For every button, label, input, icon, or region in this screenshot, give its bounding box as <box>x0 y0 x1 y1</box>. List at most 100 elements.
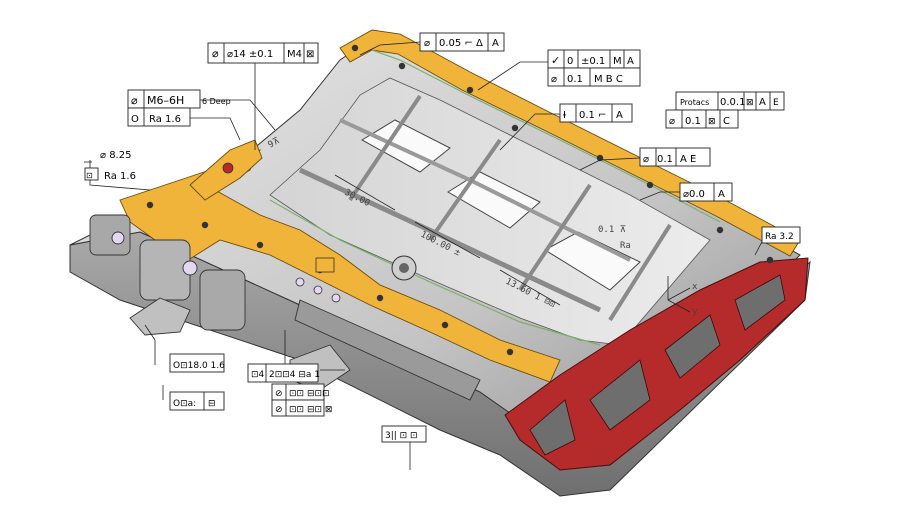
square-symbol: ⊠ <box>708 117 716 127</box>
fcf-right-lower: ⌀0.0 A <box>679 182 733 202</box>
fcf-value: 0 <box>567 56 573 67</box>
dim-line <box>334 174 396 211</box>
dim-line <box>499 269 561 306</box>
fcf-frame <box>559 103 633 123</box>
fcf-value: 0.0.1 <box>720 97 745 108</box>
fcf-value: 0.1 ⌐ <box>579 110 606 121</box>
fcf-value: 0.1 <box>567 74 583 85</box>
fcf-value: ⊡4 <box>251 370 265 380</box>
floor-window-3 <box>544 231 641 291</box>
boss-bore <box>182 260 198 276</box>
fcf-value: ⌀0.0 <box>683 189 705 200</box>
boss-bore <box>111 231 125 245</box>
leader <box>359 41 421 56</box>
check-symbol: ✓ <box>551 54 560 67</box>
fcf-frame <box>547 67 641 87</box>
front-boss <box>139 239 191 301</box>
side-port <box>295 277 305 287</box>
fcf-frame <box>761 226 801 244</box>
bolt-hole <box>398 62 406 70</box>
hole-diameter: ⌀ 8.25 <box>100 150 131 161</box>
bolt-hole <box>351 44 359 52</box>
side-port <box>331 293 341 303</box>
fcf-bottom-mid: ⊡4 2⊡⊡4 ⊟a 1 ⊘ ⊡⊡ ⊟⊡⊡ ⊘ ⊡⊡ ⊟⊡ ⊠ <box>247 363 332 417</box>
fcf-top-mid: ⌀ 0.05 ⌐ Δ A <box>419 32 505 52</box>
front-boss <box>89 214 131 256</box>
fcf-value: ⊡⊡ ⊟⊡ ⊠ <box>289 405 332 415</box>
roughness-value: Ra 1.6 <box>149 114 181 125</box>
red-flange-end <box>504 257 809 471</box>
x-axis-label: x <box>692 282 698 292</box>
fcf-mid: Ɨ 0.1 ⌐ A <box>559 103 633 123</box>
fcf-value: 0.05 ⌐ Δ <box>439 38 483 49</box>
fcf-value: ⌀14 ±0.1 <box>227 49 273 60</box>
fcf-right-mid: ⌀ 0.1 A E <box>639 147 711 167</box>
fcf-value: 3|| ⊡ ⊡ <box>385 431 418 441</box>
fcf-value: 0.1 <box>657 154 673 165</box>
fcf-symbol: ⊘ <box>275 389 283 399</box>
drain-boss <box>399 263 409 273</box>
rib-4 <box>428 138 502 242</box>
edge-highlight <box>371 49 721 223</box>
fcf-left-1: ⌀ M6–6H 6 Deep <box>127 89 231 109</box>
bolt-hole <box>506 348 514 356</box>
oil-pan-part <box>69 29 811 497</box>
bolt-hole <box>146 201 154 209</box>
bolt-hole <box>646 181 654 189</box>
leader <box>144 324 156 365</box>
roughness-value: Ra 3.2 <box>765 232 794 242</box>
fcf-frame <box>271 399 325 417</box>
fcf-left-2: O Ra 1.6 <box>127 107 191 127</box>
red-flange-cutout-1 <box>529 399 576 456</box>
fcf-right-2: ⌀ 0.1 M B C <box>547 67 641 87</box>
rib-3 <box>348 94 422 202</box>
red-flange-cutout-2 <box>589 359 651 431</box>
fcf-frame <box>247 363 319 383</box>
red-flange-cutout-3 <box>664 314 721 379</box>
fcf-bottom-left-2: O⊡a: ⊟ <box>169 391 225 411</box>
rib-1 <box>298 167 602 313</box>
sensor-pad <box>315 257 335 273</box>
thread-depth: 6 Deep <box>202 97 231 106</box>
fcf-bottom-left-1: O⊡18.0 1.6 <box>169 353 225 373</box>
fcf-datum: A <box>616 110 623 121</box>
fcf-symbol: ⊘ <box>275 405 283 415</box>
y-axis-label: y <box>692 307 698 317</box>
fcf-frame <box>381 425 427 443</box>
dim-line <box>414 221 481 259</box>
fcf-note: Protacs <box>680 98 709 107</box>
front-rail <box>294 299 481 401</box>
position-symbol: Ɨ <box>563 110 566 121</box>
bolt-hole <box>256 241 264 249</box>
fcf-top-left: ⌀ ⌀14 ±0.1 M4 ⊠ <box>207 42 319 64</box>
thread-callout: M6–6H <box>147 94 184 107</box>
leader <box>200 99 276 131</box>
square-symbol: ⊠ <box>746 98 754 108</box>
leader <box>190 117 241 141</box>
fcf-datum: A <box>627 56 634 67</box>
callout-left-3: ⌀ 8.25 ⊡ Ra 1.6 <box>84 150 136 182</box>
diameter-symbol: ⌀ <box>551 74 557 85</box>
fcf-frame <box>679 182 733 202</box>
fcf-frame <box>207 42 319 64</box>
fcf-datum: E <box>773 98 779 108</box>
front-boss <box>199 269 246 331</box>
fcf-frame <box>169 353 225 373</box>
diameter-symbol: ⌀ <box>424 38 430 49</box>
ra-right-callout: Ra 3.2 <box>761 226 801 244</box>
bolt-hole <box>376 294 384 302</box>
square-symbol: ⊡ <box>86 171 93 180</box>
ra-label: Ra <box>620 241 631 251</box>
fcf-value: O⊡18.0 1.6 <box>173 361 225 371</box>
fcf-datum: A <box>759 97 766 108</box>
rib-6 <box>608 223 672 322</box>
red-boss-hole <box>222 162 234 174</box>
mounting-lug <box>129 297 191 336</box>
circle-symbol: O <box>131 114 139 125</box>
leader <box>639 191 680 201</box>
bolt-hole <box>716 226 724 234</box>
diameter-symbol: ⌀ <box>131 94 138 107</box>
bolt-hole <box>766 256 774 264</box>
bolt-hole <box>466 86 474 94</box>
x-axis-line <box>667 287 691 301</box>
